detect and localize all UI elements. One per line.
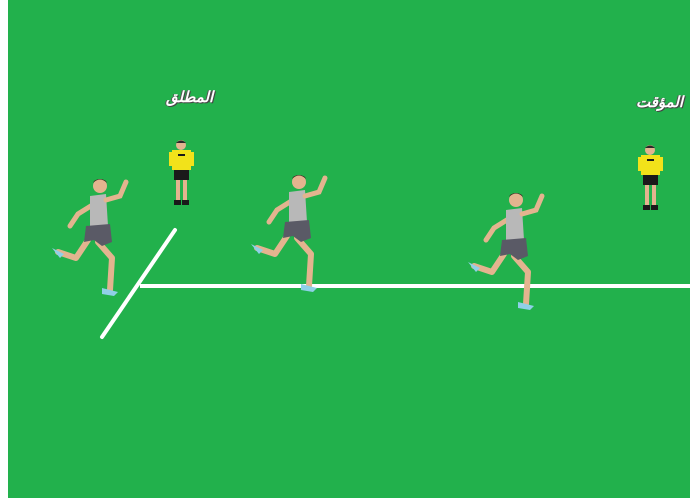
- track-scene: [8, 0, 690, 498]
- runner-3-icon: [468, 193, 542, 310]
- timer-label: المؤقت: [636, 93, 683, 111]
- track-field: المطلق المؤقت: [8, 0, 690, 498]
- starter-official-icon: [169, 140, 194, 205]
- runner-2-icon: [251, 175, 325, 292]
- starter-label: المطلق: [166, 88, 213, 106]
- runner-1-icon: [52, 179, 126, 296]
- timer-official-icon: [638, 145, 663, 210]
